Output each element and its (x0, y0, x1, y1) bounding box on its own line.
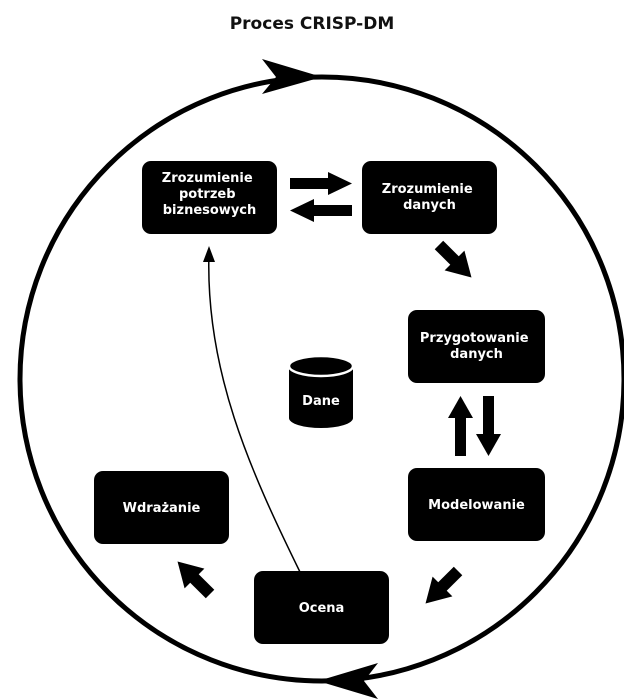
preparation-to-modeling-arrow (476, 396, 501, 456)
svg-text:Wdrażanie: Wdrażanie (123, 501, 201, 516)
node-data-understanding: Zrozumienie danych (362, 161, 497, 234)
evaluation-to-business-curve (208, 251, 301, 573)
node-deployment: Wdrażanie (94, 471, 229, 544)
business-label-line-3: biznesowych (163, 203, 257, 218)
svg-text:Ocena: Ocena (299, 601, 345, 616)
node-evaluation: Ocena (254, 571, 389, 644)
svg-text:Zrozumienie danych: Zrozumienie danych (382, 182, 477, 213)
svg-text:Dane: Dane (302, 394, 340, 409)
business-label-line-2: potrzeb (179, 187, 236, 202)
modeling-to-preparation-arrow (448, 396, 473, 456)
data-to-business-arrow (290, 199, 352, 222)
evaluation-label: Ocena (299, 601, 345, 616)
data-preparation-label-line-1: Przygotowanie (420, 331, 529, 346)
deployment-label: Wdrażanie (123, 501, 201, 516)
evaluation-to-deployment-arrow (177, 561, 215, 599)
diagram-title: Proces CRISP-DM (229, 14, 395, 34)
database-label: Dane (302, 394, 340, 409)
understanding-to-preparation-arrow (434, 240, 472, 278)
data-understanding-label-line-2: danych (403, 198, 456, 213)
cycle-arrowhead-top (262, 59, 322, 94)
business-to-data-arrow (290, 172, 352, 195)
svg-text:Zrozumienie potrzeb: Zrozumienie potrzeb biznesowych (162, 171, 257, 218)
node-modeling: Modelowanie (408, 468, 545, 541)
modeling-to-evaluation-arrow (425, 566, 463, 604)
data-preparation-label-line-2: danych (450, 347, 503, 362)
business-label-line-1: Zrozumienie (162, 171, 253, 186)
svg-text:Modelowanie: Modelowanie (428, 498, 525, 513)
evaluation-to-business-arrowhead (203, 246, 215, 262)
node-business-understanding: Zrozumienie potrzeb biznesowych (142, 161, 277, 234)
node-data-preparation: Przygotowanie danych (408, 310, 545, 383)
database-icon: Dane (287, 354, 355, 428)
cycle-arrowhead-bottom (318, 663, 378, 699)
data-understanding-label-line-1: Zrozumienie (382, 182, 473, 197)
svg-text:Przygotowanie danych: Przygotowanie danych (420, 331, 533, 362)
modeling-label: Modelowanie (428, 498, 525, 513)
